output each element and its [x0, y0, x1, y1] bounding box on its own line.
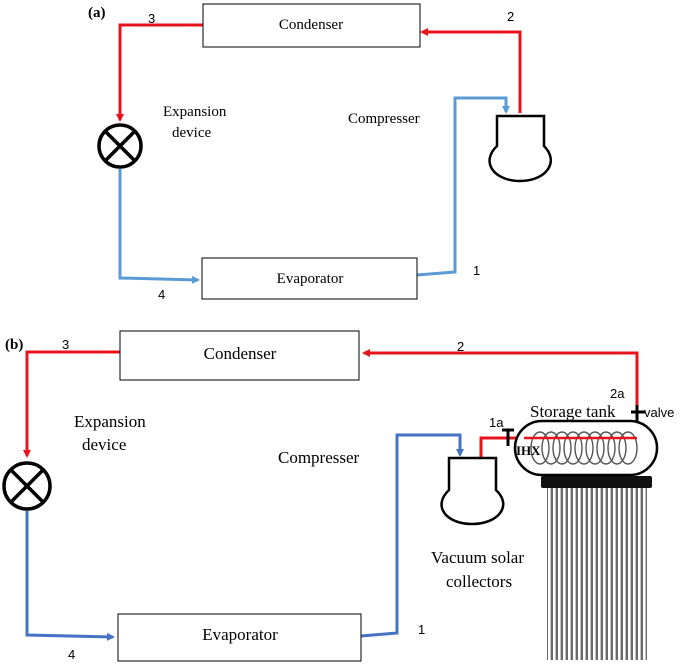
panel-b-label: (b)	[5, 337, 23, 353]
valve-label: valve	[644, 405, 674, 420]
collectors-label-line1: Vacuum solar	[431, 548, 524, 567]
compressor-icon-b	[440, 456, 505, 526]
panel-b: (b) Condenser Evaporator	[2, 330, 674, 662]
condenser-label-b: Condenser	[204, 344, 277, 363]
vacuum-solar-collectors-icon	[541, 476, 652, 660]
panel-a: (a) Condenser Evaporator Expansion devic…	[88, 3, 552, 302]
condenser-box-b	[119, 330, 360, 381]
expansion-label-a-line2: device	[172, 125, 211, 141]
point-b-2: 2	[457, 339, 464, 354]
compressor-icon-a	[488, 114, 552, 183]
line-a-4-expansion-to-evaporator	[118, 169, 200, 284]
point-a-1: 1	[473, 263, 480, 278]
ihx-label: IHX	[516, 443, 541, 458]
evaporator-box-b	[117, 613, 362, 662]
point-a-2: 2	[507, 9, 514, 24]
line-b-1a-compressor-to-ihx	[479, 436, 524, 464]
storage-tank-label: Storage tank	[530, 402, 616, 421]
compressor-label-b: Compresser	[278, 448, 360, 467]
point-b-1a: 1a	[489, 415, 504, 430]
storage-tank-icon	[513, 419, 659, 477]
point-a-3: 3	[148, 11, 155, 26]
evaporator-label-a: Evaporator	[277, 271, 344, 287]
valve-1a-icon	[502, 428, 514, 446]
collectors-label-line2: collectors	[446, 572, 512, 591]
point-b-2a: 2a	[610, 386, 625, 401]
line-b-3-condenser-to-expansion	[23, 350, 120, 458]
line-a-1-evaporator-to-compressor	[416, 96, 510, 277]
ihx-coil-icon	[530, 431, 638, 465]
expansion-label-b-line2: device	[82, 435, 126, 454]
condenser-box-a	[202, 3, 421, 48]
point-b-4: 4	[68, 647, 75, 662]
valve-2a-icon	[631, 405, 645, 421]
evaporator-label-b: Evaporator	[202, 625, 278, 644]
expansion-valve-icon-a	[97, 123, 143, 169]
line-b-1-evaporator-to-compressor	[360, 433, 464, 638]
point-b-1: 1	[418, 622, 425, 637]
line-a-3-condenser-to-expansion	[116, 23, 203, 122]
expansion-valve-icon-b	[2, 461, 52, 511]
line-b-4-expansion-to-evaporator	[25, 511, 115, 641]
expansion-label-a-line1: Expansion	[163, 104, 227, 120]
line-a-2-compressor-to-condenser	[420, 28, 522, 113]
expansion-label-b-line1: Expansion	[74, 412, 146, 431]
evaporator-box-a	[201, 257, 418, 300]
point-b-3: 3	[62, 337, 69, 352]
point-a-4: 4	[158, 287, 165, 302]
compressor-label-a: Compresser	[348, 111, 420, 127]
condenser-label-a: Condenser	[279, 17, 343, 33]
panel-a-label: (a)	[88, 5, 106, 21]
